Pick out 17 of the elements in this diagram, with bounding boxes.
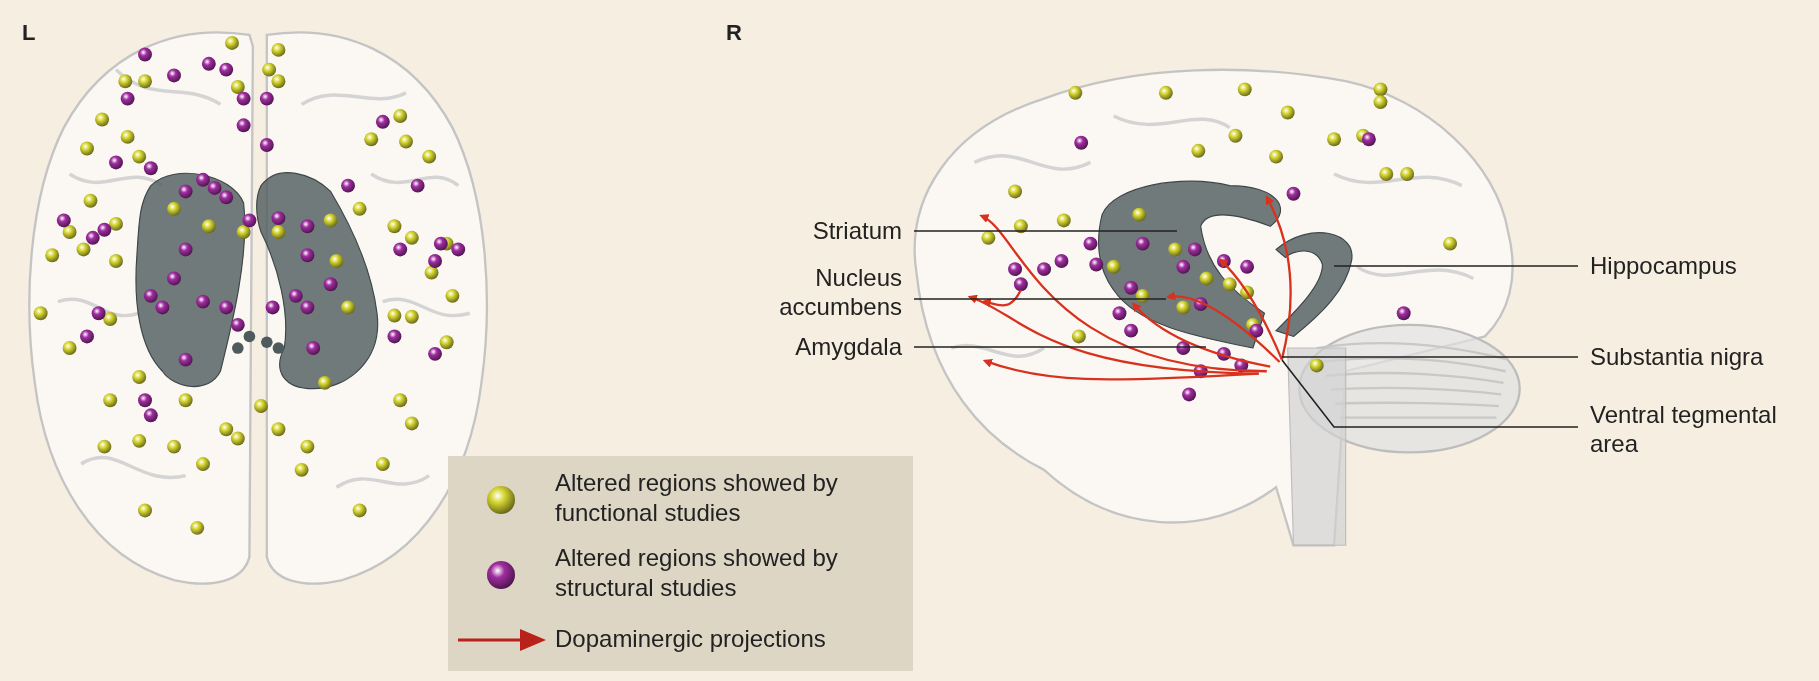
leader-line <box>913 230 1178 232</box>
legend-text: Dopaminergic projections <box>555 624 827 654</box>
leader-line <box>1333 265 1579 267</box>
legend-text: Altered regions showed by functional studies <box>555 468 839 528</box>
panel-label: L <box>22 20 36 46</box>
structure-label: Ventral tegmental area <box>1578 400 1790 458</box>
structure-label: Substantia nigra <box>1578 342 1810 371</box>
structure-label: Nucleus accumbens <box>740 263 914 321</box>
structure-label: Amygdala <box>740 332 914 361</box>
legend-text: Altered regions showed by structural studies <box>555 543 839 603</box>
leader-line <box>1281 359 1579 428</box>
panel-label: R <box>726 20 742 46</box>
leader-line <box>913 346 1207 348</box>
structure-label: Hippocampus <box>1578 251 1810 280</box>
leader-line <box>1281 356 1579 358</box>
leader-line <box>913 298 1167 300</box>
structure-label: Striatum <box>770 216 914 245</box>
